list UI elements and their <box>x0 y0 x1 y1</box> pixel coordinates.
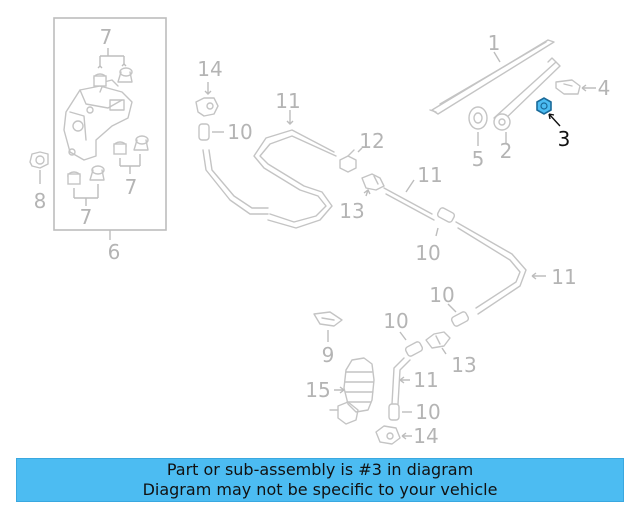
callout-6: 6 <box>108 240 121 264</box>
callout-10-middle: 10 <box>415 241 440 265</box>
callout-9: 9 <box>322 343 335 367</box>
hose-sleeve-part <box>388 403 400 421</box>
callout-2: 2 <box>500 139 513 163</box>
callout-5: 5 <box>472 147 485 171</box>
callout-7-right: 7 <box>125 175 138 199</box>
callout-11-middle: 11 <box>417 163 442 187</box>
hose-segment-part <box>198 123 210 141</box>
wiper-blade-part <box>429 39 555 115</box>
callout-14-top: 14 <box>197 57 222 81</box>
callout-11-right: 11 <box>551 265 576 289</box>
wiper-arm-nut-highlighted <box>536 97 552 115</box>
banner-line-part-number: Part or sub-assembly is #3 in diagram <box>166 460 474 479</box>
hose-sleeve-part <box>450 311 470 327</box>
bushing-part <box>113 135 149 155</box>
callout-10-lower-left: 10 <box>383 309 408 333</box>
info-banner: Part or sub-assembly is #3 in diagram Di… <box>16 458 624 502</box>
grommet-part <box>29 151 49 184</box>
callout-13-lower: 13 <box>451 353 476 377</box>
arm-cap-part <box>468 106 488 130</box>
hose-connector-part <box>195 97 219 117</box>
callout-3-highlighted: 3 <box>558 127 571 151</box>
spray-nozzle-part <box>555 79 581 95</box>
callout-14-bottom: 14 <box>413 424 438 448</box>
hose-sleeve-part <box>404 341 424 357</box>
callout-15: 15 <box>305 378 330 402</box>
motor-assembly-box <box>53 17 167 231</box>
callout-10-bottom: 10 <box>415 400 440 424</box>
bushing-part <box>93 67 133 87</box>
callout-11-lower: 11 <box>413 368 438 392</box>
hose-connector-part <box>375 425 401 445</box>
callout-1: 1 <box>488 31 501 55</box>
callout-13-upper: 13 <box>339 199 364 223</box>
callout-10-left: 10 <box>227 120 252 144</box>
washer-pump-part <box>329 357 375 425</box>
bushing-part <box>67 165 105 185</box>
hose-joint-part <box>339 149 357 173</box>
parts-diagram: 7 7 7 6 8 14 10 11 12 13 11 10 11 10 10 … <box>29 17 611 448</box>
callout-4: 4 <box>598 76 611 100</box>
callout-11-top: 11 <box>275 89 300 113</box>
clip-part <box>313 311 343 327</box>
hose-tee-part <box>425 331 451 349</box>
wiper-arm-part <box>493 57 561 131</box>
callout-12: 12 <box>359 129 384 153</box>
callout-10-right: 10 <box>429 283 454 307</box>
motor-assembly-group <box>53 17 167 240</box>
callout-labels: 7 7 7 6 8 14 10 11 12 13 11 10 11 10 10 … <box>34 25 611 448</box>
hose-sleeve-part <box>436 207 456 223</box>
banner-line-disclaimer: Diagram may not be specific to your vehi… <box>142 480 498 499</box>
callout-7-bottom: 7 <box>80 205 93 229</box>
washer-hose-part <box>253 129 337 229</box>
callout-7-top: 7 <box>100 25 113 49</box>
washer-hose-part <box>455 221 527 315</box>
hose-tee-part <box>361 173 385 191</box>
callout-8: 8 <box>34 189 47 213</box>
